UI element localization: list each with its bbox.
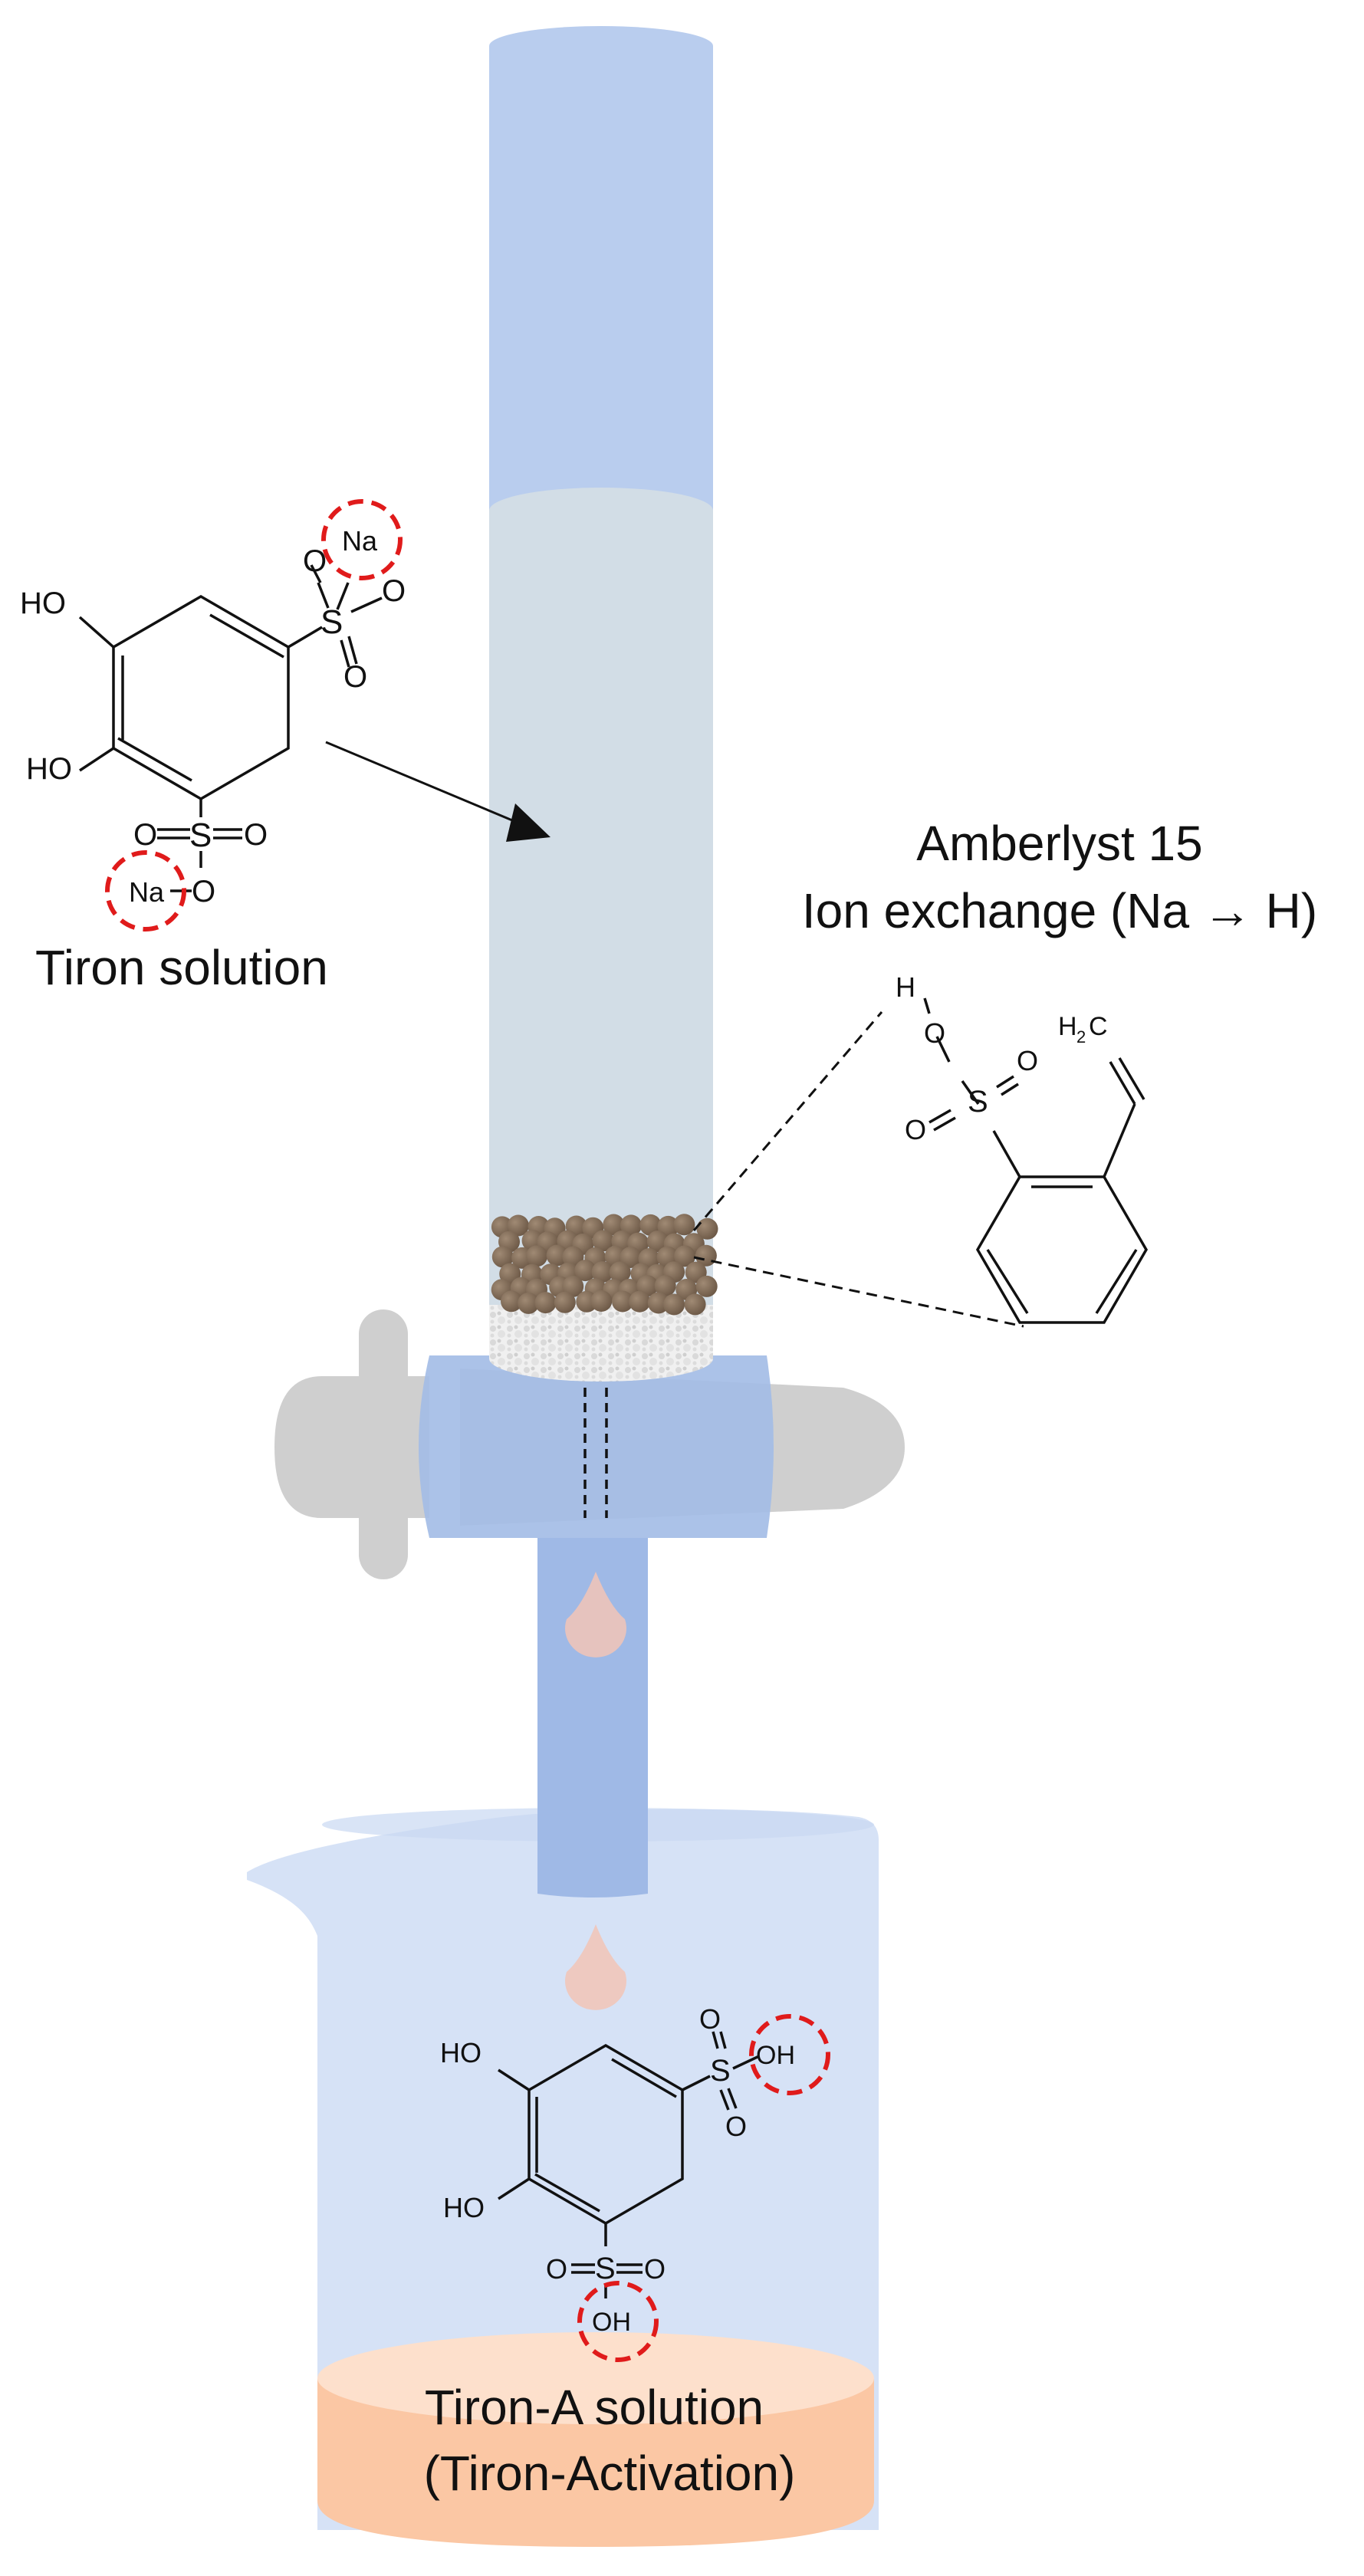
tiron-a-s-lower: S [595, 2252, 616, 2285]
amberlyst-h2c-c: C [1089, 1012, 1108, 1041]
tiron-o-lower-bottom: O [192, 875, 215, 909]
product-liquid [317, 2378, 874, 2547]
resin-bead [673, 1214, 695, 1236]
resin-bead [534, 1292, 557, 1314]
amberlyst-structure [923, 997, 1149, 1324]
tiron-na-upper: Na [342, 525, 378, 557]
resin-bead [501, 1290, 522, 1313]
tiron-o-upper-bottom: O [343, 660, 367, 694]
zoom-line-upper [692, 1011, 883, 1231]
tiron-a-o-lower-left: O [546, 2253, 567, 2285]
tiron-o-lower-left: O [133, 818, 157, 852]
tiron-a-oh-upper: OH [756, 2041, 795, 2070]
tiron-ho-bottom: HO [26, 752, 72, 786]
resin-bead [554, 1291, 576, 1313]
tiron-solution-label: Tiron solution [35, 940, 328, 995]
resin-bead [592, 1230, 614, 1252]
amberlyst-subtitle: Ion exchange (Na → H) [802, 883, 1317, 938]
drop-upper [564, 1572, 626, 1658]
tiron-ho-top: HO [20, 586, 66, 620]
resin-bead [574, 1260, 597, 1282]
highlight-na-lower [105, 850, 186, 932]
tiron-na-lower: Na [129, 876, 165, 908]
zoom-line-lower [693, 1256, 1024, 1328]
resin-bead [647, 1292, 669, 1314]
amberlyst-h2c-h: H [1058, 1012, 1077, 1041]
stopcock [274, 1309, 905, 1579]
resin-bead [518, 1292, 540, 1314]
chromatography-column [489, 26, 713, 1357]
resin-bead [620, 1214, 642, 1237]
highlight-oh-lower [577, 2281, 659, 2362]
resin-bead [526, 1245, 548, 1267]
drop-lower [565, 1924, 626, 2010]
tiron-a-o-upper-top: O [699, 2003, 721, 2035]
beaker [247, 1808, 879, 2547]
amberlyst-h2c-sub: 2 [1076, 1027, 1086, 1046]
input-arrow [325, 741, 551, 842]
highlight-oh-upper [749, 2014, 830, 2095]
highlight-na-upper [321, 499, 403, 580]
tiron-a-ho-bottom: HO [443, 2192, 485, 2223]
tiron-a-oh-lower: OH [592, 2308, 631, 2337]
resin-bead [695, 1275, 718, 1297]
amberlyst-o-left: O [905, 1114, 926, 1145]
frit [489, 1305, 713, 1382]
tiron-s-upper: S [320, 603, 343, 641]
tiron-o-upper-left: O [303, 544, 327, 578]
tiron-a-ho-top: HO [440, 2037, 482, 2068]
tiron-o-upper-right: O [382, 574, 406, 608]
tiron-o-lower-right: O [244, 818, 268, 852]
resin-bead [696, 1217, 718, 1240]
resin-bead [591, 1261, 613, 1283]
product-liquid-surface [317, 2332, 874, 2424]
tiron-a-o-lower-right: O [644, 2253, 666, 2285]
resin-bead [684, 1293, 706, 1316]
column-liquid [489, 488, 713, 1349]
resin-bead [629, 1290, 651, 1313]
amberlyst-title: Amberlyst 15 [916, 816, 1202, 871]
amberlyst-s: S [968, 1085, 988, 1119]
resin-bead [603, 1214, 625, 1236]
resin-bead [639, 1214, 662, 1236]
resin-bead [620, 1247, 642, 1268]
resin-bead [674, 1245, 696, 1267]
resin-bead [654, 1275, 676, 1297]
tiron-a-o-upper-bottom: O [725, 2111, 747, 2142]
resin-bead [663, 1293, 685, 1316]
resin-bead [491, 1246, 514, 1268]
amberlyst-h: H [896, 971, 915, 1003]
resin-bead [562, 1275, 584, 1297]
product-label-line2: (Tiron-Activation) [424, 2446, 796, 2501]
resin-bead [507, 1214, 529, 1237]
resin-bead [612, 1290, 633, 1313]
tiron-a-s-upper: S [710, 2054, 731, 2088]
tiron-molecule [78, 564, 383, 892]
resin-bead [609, 1261, 631, 1283]
stopcock-sleeve [419, 1355, 774, 1538]
amberlyst-o-right: O [1017, 1045, 1038, 1076]
tiron-s-lower: S [189, 816, 212, 854]
stopcock-key [274, 1376, 429, 1518]
resin-bead [546, 1244, 568, 1267]
resin-bead [590, 1290, 613, 1312]
resin-bead [646, 1230, 669, 1253]
amberlyst-o-chain: O [924, 1017, 945, 1049]
product-label-line1: Tiron-A solution [425, 2380, 764, 2435]
